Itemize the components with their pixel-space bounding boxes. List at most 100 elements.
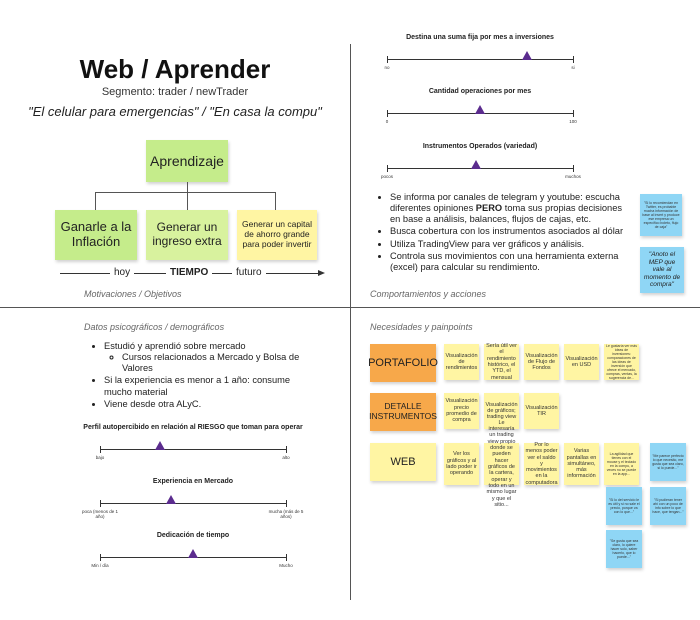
scale-marker[interactable] bbox=[521, 51, 532, 60]
sticky-aprendizaje[interactable]: Aprendizaje bbox=[146, 140, 228, 182]
need-note[interactable]: Ver los gráficos y al lado poder ir oper… bbox=[444, 443, 479, 485]
need-category-web[interactable]: WEB bbox=[370, 443, 436, 481]
scale-tick-left bbox=[387, 56, 388, 63]
scale-right-label: Mucho bbox=[279, 563, 293, 568]
scale-tick-left bbox=[387, 110, 388, 117]
scale-title: Destina una suma fija por mes a inversio… bbox=[406, 34, 554, 41]
scale-title: Experiencia en Mercado bbox=[152, 478, 234, 485]
need-note-text: Sería útil ver el rendimiento histórico,… bbox=[486, 343, 517, 381]
page-title: Web / Aprender bbox=[79, 54, 271, 84]
scale-tick-right bbox=[573, 110, 574, 117]
tree-connector-right bbox=[275, 192, 276, 210]
need-note-text: Visualización en USD bbox=[565, 355, 598, 368]
persona-quote: "El celular para emergencias" / "En casa… bbox=[28, 104, 322, 119]
need-note[interactable]: Por lo menos poder ver el saldo y movimi… bbox=[524, 441, 559, 486]
need-category-label: DETALLE INSTRUMENTOS bbox=[369, 401, 437, 421]
quote-note-web[interactable]: "Me parece perfecto lo que necesito, me … bbox=[650, 443, 686, 481]
scale-marker[interactable] bbox=[154, 441, 165, 450]
need-note[interactable]: Le interesaría un trading view propio do… bbox=[484, 420, 519, 508]
psycho-sub-bullet: Cursos relacionados a Mercado y Bolsa de… bbox=[122, 352, 311, 374]
need-note[interactable]: Visualización TIR bbox=[524, 393, 559, 429]
scale-tick-right bbox=[573, 56, 574, 63]
need-note[interactable]: Visualización de gráficos; trading view bbox=[484, 393, 519, 429]
need-note[interactable]: Visualización de Flujo de Fondos bbox=[524, 344, 559, 380]
need-note-text: La agilidad que tienes con el mouse y el… bbox=[606, 451, 637, 477]
quote-note-web[interactable]: "Si pudieran tener ahí con un poco de in… bbox=[650, 487, 686, 525]
need-note-text: Visualización TIR bbox=[525, 404, 558, 417]
goal-label: Ganarle a la Inflación bbox=[60, 219, 132, 249]
psychographic-bullets: Estudió y aprendió sobre mercado Cursos … bbox=[86, 341, 311, 411]
scale-line bbox=[387, 59, 573, 60]
scale-left-label: pocos bbox=[380, 174, 393, 179]
goal-sticky-inflacion[interactable]: Ganarle a la Inflación bbox=[55, 210, 137, 260]
scale-marker[interactable] bbox=[475, 105, 485, 114]
section-label-psicograficos: Datos psicográficos / demográficos bbox=[84, 322, 225, 332]
need-category-portafolio[interactable]: PORTAFOLIO bbox=[368, 344, 438, 382]
need-note-text: Visualización de gráficos; trading view bbox=[485, 401, 518, 421]
need-note-text: Visualización de Flujo de Fondos bbox=[525, 352, 558, 372]
timeline-right-label: futuro bbox=[232, 267, 266, 278]
scale-right-label: alto bbox=[282, 455, 290, 460]
tree-connector-horizontal bbox=[95, 192, 275, 193]
need-category-label: PORTAFOLIO bbox=[368, 356, 438, 369]
need-note-text: Varias pantallas en simultáneo, más info… bbox=[566, 448, 597, 480]
scale-tick-left bbox=[387, 165, 388, 172]
section-label-comportamientos: Comportamientos y acciones bbox=[370, 289, 487, 299]
quote-note-mep[interactable]: "Anoto el MEP que vale al momento de com… bbox=[640, 247, 684, 293]
scale-title: Cantidad operaciones por mes bbox=[428, 88, 532, 95]
behavior-bullet: Busca cobertura con los instrumentos aso… bbox=[390, 226, 634, 237]
goal-sticky-ingreso-extra[interactable]: Generar un ingreso extra bbox=[146, 210, 228, 260]
quote-note-web[interactable]: "Si lo del servicio le es útil y si no s… bbox=[606, 487, 642, 525]
scale-left-label: poca (menos de 1 año) bbox=[81, 509, 119, 519]
need-category-detalle-instrumentos[interactable]: DETALLE INSTRUMENTOS bbox=[369, 393, 437, 431]
scale-left-label: Min / día bbox=[91, 563, 109, 568]
scale-tick-right bbox=[286, 500, 287, 507]
scale-right-label: mucha (más de 5 años) bbox=[268, 509, 304, 519]
section-label-motivaciones: Motivaciones / Objetivos bbox=[84, 289, 182, 299]
behavior-bullet: Se informa por canales de telegram y you… bbox=[390, 192, 634, 225]
scale-line bbox=[100, 449, 286, 450]
scale-tick-left bbox=[100, 500, 101, 507]
vertical-divider bbox=[350, 44, 351, 600]
psycho-bullet: Estudió y aprendió sobre mercado Cursos … bbox=[104, 341, 311, 374]
need-note-text: Por lo menos poder ver el saldo y movimi… bbox=[525, 441, 558, 486]
need-note-text: Ver los gráficos y al lado poder ir oper… bbox=[446, 451, 477, 477]
timeline-left-label: hoy bbox=[110, 267, 135, 278]
scale-right-label: muchos bbox=[565, 174, 581, 179]
scale-left-label: no bbox=[384, 65, 390, 70]
behavior-bullets: Se informa por canales de telegram y you… bbox=[372, 192, 634, 274]
section-label-necesidades: Necesidades y painpoints bbox=[370, 322, 473, 332]
quote-note-text: "Si pudieran tener ahí con un poco de in… bbox=[652, 497, 684, 515]
goal-label: Generar un ingreso extra bbox=[152, 220, 222, 248]
need-note[interactable]: Sería útil ver el rendimiento histórico,… bbox=[484, 343, 519, 381]
goal-sticky-capital-ahorro[interactable]: Generar un capital de ahorro grande para… bbox=[237, 210, 317, 260]
tree-connector-left bbox=[95, 192, 96, 210]
need-note-text: Le gustaría ver más ideas de inversiones… bbox=[606, 343, 637, 381]
horizontal-divider bbox=[0, 307, 700, 308]
psycho-bullet: Viene desde otra ALyC. bbox=[104, 399, 311, 410]
quote-note-web[interactable]: "Se gusta que sea claro, lo quiere hacer… bbox=[606, 530, 642, 568]
behavior-bullet: Utiliza TradingView para ver gráficos y … bbox=[390, 239, 634, 250]
scale-left-label: bajo bbox=[95, 455, 105, 460]
scale-marker[interactable] bbox=[188, 549, 198, 558]
scale-marker[interactable] bbox=[165, 495, 176, 504]
timeline-center-label: TIEMPO bbox=[166, 267, 213, 278]
need-note-text: Le interesaría un trading view propio do… bbox=[486, 419, 517, 508]
scale-tick-right bbox=[286, 554, 287, 561]
scale-left-label: 0 bbox=[385, 119, 389, 124]
need-category-label: WEB bbox=[390, 455, 416, 468]
need-note-text: Visualización de rendimientos bbox=[445, 352, 478, 372]
need-note[interactable]: La agilidad que tienes con el mouse y el… bbox=[604, 443, 639, 485]
need-note[interactable]: Visualización precio promedio de compra bbox=[444, 393, 479, 429]
scale-marker[interactable] bbox=[471, 160, 482, 169]
quote-note-twitter[interactable]: "Si lo recomiendan en Twitter, es probab… bbox=[640, 194, 682, 236]
goal-label: Generar un capital de ahorro grande para… bbox=[242, 219, 312, 249]
scale-title: Instrumentos Operados (variedad) bbox=[422, 143, 538, 150]
need-note[interactable]: Visualización de rendimientos bbox=[444, 344, 479, 380]
need-note[interactable]: Visualización en USD bbox=[564, 344, 599, 380]
scale-tick-left bbox=[100, 554, 101, 561]
need-note[interactable]: Le gustaría ver más ideas de inversiones… bbox=[604, 344, 639, 380]
need-note[interactable]: Varias pantallas en simultáneo, más info… bbox=[564, 443, 599, 485]
scale-tick-right bbox=[286, 446, 287, 453]
need-note-text: Visualización precio promedio de compra bbox=[445, 398, 478, 424]
